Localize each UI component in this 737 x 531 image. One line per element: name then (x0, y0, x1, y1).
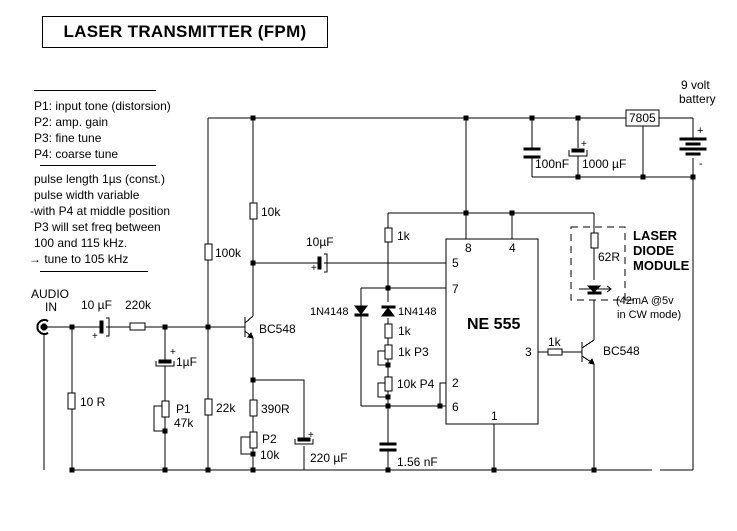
note-line: 100 and 115 kHz. (34, 236, 128, 250)
potentiometer-p2 (249, 431, 258, 449)
potentiometer-p1 (161, 400, 170, 418)
battery-label-2: battery (679, 92, 716, 106)
resistor-62r (590, 232, 599, 249)
cap-100nf-label: 100nF (535, 157, 570, 171)
resistor-10r-label: 10 R (80, 395, 106, 409)
audio-jack (40, 323, 48, 331)
diode-left-label: 1N4148 (310, 306, 349, 318)
cap-1000uf-plus: + (581, 139, 587, 150)
legend-item: P1: input tone (distorsion) (34, 99, 171, 113)
resistor-1k-top-label: 1k (397, 229, 410, 243)
cap-220uf (297, 437, 311, 442)
junction-dots (69, 115, 696, 473)
resistor-100k-label: 100k (215, 246, 242, 260)
notes-rule-top (40, 165, 156, 166)
pin-4: 4 (509, 241, 516, 255)
resistor-220k-label: 220k (125, 298, 152, 312)
regulator-label: 7805 (629, 111, 656, 125)
resistor-1k-mid (384, 323, 393, 339)
legend-rule-top (34, 90, 156, 91)
ne555-body (445, 238, 539, 425)
resistor-1k-base-label: 1k (548, 335, 561, 349)
pin-8: 8 (465, 241, 472, 255)
legend: P1: input tone (distorsion) P2: amp. gai… (34, 98, 171, 162)
pin-7: 7 (452, 282, 459, 296)
cap-timing-label: 1.56 nF (397, 455, 438, 469)
pin-3: 3 (525, 345, 532, 359)
resistor-22k (204, 398, 213, 416)
resistor-22k-label: 22k (216, 401, 236, 415)
p3-label: 1k P3 (398, 345, 429, 359)
p2-value-label: 10k (260, 448, 280, 462)
p2-name-label: P2 (262, 432, 277, 446)
resistor-220k (129, 322, 146, 331)
laser-current-note: (42mA @5v (616, 295, 674, 307)
note-line: pulse width variable (34, 188, 140, 202)
note-line: P3 will set freq between (34, 220, 161, 234)
battery-minus: - (699, 158, 703, 170)
battery-plus: + (697, 125, 704, 137)
legend-item: P2: amp. gain (34, 115, 109, 129)
laser-module-label-3: MODULE (633, 258, 690, 273)
laser-module-box (570, 226, 626, 301)
pin-5: 5 (452, 256, 459, 270)
resistor-10r (67, 392, 76, 410)
cap-220uf-label: 220 µF (310, 451, 348, 465)
battery-symbol (679, 137, 707, 141)
p4-label: 10k P4 (397, 377, 435, 391)
notes-rule-bottom (40, 271, 148, 272)
diode-1n4148-right (381, 307, 395, 317)
cap-1000uf (571, 148, 585, 153)
audio-in-label-2: IN (45, 300, 57, 314)
pin-2: 2 (452, 376, 459, 390)
resistor-100k (204, 243, 213, 261)
cap-1000uf-label: 1000 µF (582, 157, 627, 171)
note-line: → tune to 105 kHz (29, 252, 129, 266)
title-box: LASER TRANSMITTER (FPM) (42, 16, 328, 48)
resistor-1k-top (384, 227, 393, 243)
potentiometer-p3 (384, 344, 393, 360)
diode-right-label: 1N4148 (398, 306, 437, 318)
notes: pulse length 1µs (const.) pulse width va… (29, 171, 170, 267)
cap-10uf-couple-plus: + (311, 263, 317, 274)
cap-1uf (158, 359, 172, 364)
regulator-7805-box (625, 109, 660, 127)
resistor-62r-label: 62R (598, 250, 621, 264)
resistor-390r-label: 390R (261, 402, 290, 416)
legend-item: P4: coarse tune (34, 147, 119, 161)
diode-1n4148-left (354, 305, 368, 315)
cap-1uf-label: 1µF (176, 355, 197, 369)
pin-1: 1 (491, 409, 498, 423)
battery-label: 9 volt (681, 78, 710, 92)
cap-10uf-couple (317, 256, 322, 270)
cap-10uf-in (99, 320, 104, 334)
laser-module-label-1: LASER (633, 228, 678, 243)
cap-100nf (523, 147, 541, 151)
note-line: pulse length 1µs (const.) (34, 172, 165, 186)
cap-10uf-couple-label: 10µF (306, 235, 334, 249)
resistor-10k-label: 10k (261, 205, 281, 219)
page-title: LASER TRANSMITTER (FPM) (63, 22, 307, 41)
resistor-10k (249, 202, 258, 220)
resistor-1k-mid-label: 1k (398, 324, 411, 338)
cap-220uf-plus: + (308, 430, 314, 441)
ne555-label: NE 555 (467, 316, 521, 333)
cap-1-56nf (379, 442, 397, 446)
resistor-390r (249, 399, 258, 417)
potentiometer-p4 (384, 376, 393, 392)
pin-6: 6 (452, 400, 459, 414)
p1-value-label: 47k (174, 416, 194, 430)
transistor-out-label: BC548 (603, 344, 640, 358)
cap-1uf-plus: + (170, 347, 176, 358)
cap-10uf-in-label: 10 µF (81, 298, 112, 312)
transistor-bc548-label: BC548 (259, 322, 296, 336)
audio-in-label: AUDIO (31, 287, 70, 301)
laser-mode-note: in CW mode) (617, 309, 682, 321)
resistor-1k-base (547, 348, 563, 356)
laser-module-label-2: DIODE (633, 243, 675, 258)
p1-name-label: P1 (176, 402, 191, 416)
cap-10uf-in-plus: + (92, 331, 98, 342)
note-line: -with P4 at middle position (30, 204, 171, 218)
legend-item: P3: fine tune (34, 131, 102, 145)
